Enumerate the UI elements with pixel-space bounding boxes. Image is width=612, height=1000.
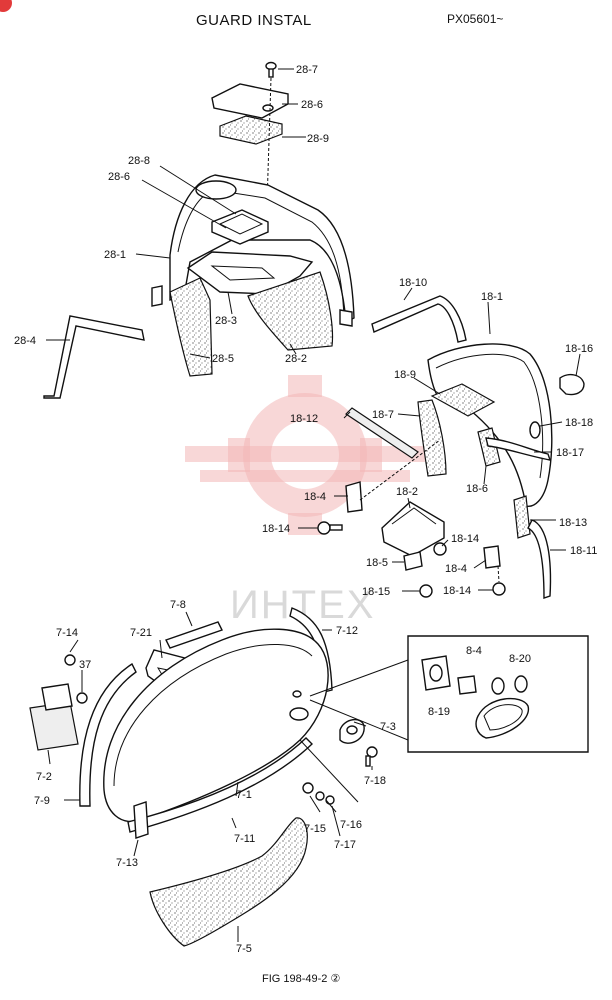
foam-28-5 — [169, 277, 213, 377]
label-18-17: 18-17 — [556, 447, 584, 459]
label-28-9: 28-9 — [307, 133, 329, 145]
label-28-7: 28-7 — [296, 64, 318, 76]
label-18-14-lower: 18-14 — [443, 585, 471, 597]
foam-18-6 — [477, 427, 501, 467]
label-18-10: 18-10 — [399, 277, 427, 289]
side-guard-group — [317, 295, 585, 599]
label-28-3: 28-3 — [215, 315, 237, 327]
label-7-17: 7-17 — [334, 839, 356, 851]
label-18-11: 18-11 — [570, 545, 597, 557]
bolt-7-18 — [365, 746, 378, 767]
label-18-2: 18-2 — [396, 486, 418, 498]
label-7-11: 7-11 — [234, 833, 255, 845]
label-18-16: 18-16 — [565, 343, 593, 355]
label-18-6: 18-6 — [466, 483, 488, 495]
lid-plate-28-6 — [211, 83, 289, 119]
label-18-4-lower: 18-4 — [445, 563, 467, 575]
washer-8-20 — [514, 675, 528, 693]
bolt-18-14-a — [317, 521, 343, 535]
diagram-title: GUARD INSTAL — [196, 12, 312, 29]
label-18-18: 18-18 — [565, 417, 593, 429]
lower-guard-group — [29, 607, 589, 947]
plate-18-5 — [403, 551, 423, 571]
upper-guard-group — [43, 61, 355, 399]
label-28-8: 28-8 — [128, 155, 150, 167]
foam-28-2 — [247, 271, 334, 351]
label-18-4: 18-4 — [304, 491, 326, 503]
label-18-13: 18-13 — [559, 517, 587, 529]
label-7-13: 7-13 — [116, 857, 138, 869]
label-7-21: 7-21 — [130, 627, 152, 639]
label-28-1: 28-1 — [104, 249, 126, 261]
bracket-18-4-upper — [345, 481, 363, 513]
hinge-18-2 — [381, 501, 445, 557]
corner-mark — [0, 0, 12, 12]
bushing-8-4 — [457, 675, 477, 695]
label-18-9: 18-9 — [394, 369, 416, 381]
label-28-6-top: 28-6 — [301, 99, 323, 111]
pad-18-9 — [430, 383, 496, 417]
label-8-4: 8-4 — [466, 645, 482, 657]
hood-28-1 — [169, 174, 355, 324]
label-28-2: 28-2 — [285, 353, 307, 365]
figure-sheet-mark: ② — [330, 973, 341, 985]
label-7-8: 7-8 — [170, 599, 186, 611]
label-18-12: 18-12 — [290, 413, 318, 425]
seal-28-4 — [43, 315, 145, 399]
label-8-20: 8-20 — [509, 653, 531, 665]
label-18-7: 18-7 — [372, 409, 394, 421]
seal-18-13 — [513, 495, 531, 539]
serial-range: PX05601~ — [447, 12, 504, 26]
label-18-15: 18-15 — [362, 586, 390, 598]
label-7-18: 7-18 — [364, 775, 386, 787]
label-7-2: 7-2 — [36, 771, 52, 783]
clip-18-16 — [559, 373, 585, 396]
seal-18-17 — [485, 437, 552, 461]
strip-7-8 — [165, 621, 223, 649]
strip-18-12 — [345, 407, 419, 459]
label-28-6: 28-6 — [108, 171, 130, 183]
label-8-19: 8-19 — [428, 706, 450, 718]
label-7-1: 7-1 — [236, 789, 252, 801]
detail-inset — [309, 635, 589, 753]
label-18-1: 18-1 — [481, 291, 503, 303]
watermark-logo — [185, 375, 425, 535]
latch-7-2 — [29, 654, 88, 751]
screw-28-7 — [265, 61, 277, 78]
bracket-18-4-lower — [483, 545, 501, 569]
figure-caption: FIG 198-49-2 ② — [262, 972, 340, 985]
foam-7-5 — [149, 817, 308, 947]
figure-number: FIG 198-49-2 — [262, 973, 328, 985]
seal-7-9 — [79, 662, 137, 807]
label-7-5: 7-5 — [236, 943, 252, 955]
bolt-18-15 — [419, 584, 433, 598]
seal-18-11 — [527, 519, 552, 599]
label-28-5: 28-5 — [212, 353, 234, 365]
label-7-16: 7-16 — [340, 819, 362, 831]
label-18-14-left: 18-14 — [262, 523, 290, 535]
label-18-14-right: 18-14 — [451, 533, 479, 545]
bolt-18-14-b — [433, 542, 447, 556]
foam-18-7 — [417, 399, 447, 477]
fasteners-7-15-7-16-7-17 — [302, 782, 335, 805]
label-18-5: 18-5 — [366, 557, 388, 569]
label-7-14: 7-14 — [56, 627, 78, 639]
label-28-4: 28-4 — [14, 335, 36, 347]
bolt-18-14-c — [492, 582, 506, 596]
label-7-9: 7-9 — [34, 795, 50, 807]
label-7-12: 7-12 — [336, 625, 358, 637]
seal-18-10 — [371, 295, 467, 343]
label-37: 37 — [79, 659, 91, 671]
foam-pad-28-9 — [219, 115, 283, 145]
opening-28-8 — [211, 209, 269, 245]
label-7-3: 7-3 — [380, 721, 396, 733]
callout-labels: 28-7 28-6 28-9 28-8 28-6 28-1 28-3 28-4 … — [14, 64, 597, 955]
seal-7-13 — [133, 801, 149, 839]
label-7-15: 7-15 — [304, 823, 326, 835]
leader-lines-upper — [46, 68, 581, 592]
